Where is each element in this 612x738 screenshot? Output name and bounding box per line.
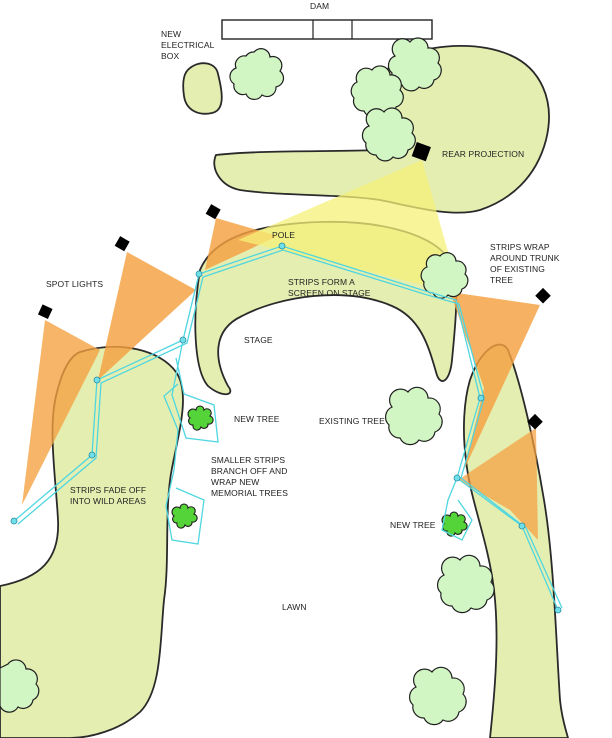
label-pole: POLE bbox=[272, 230, 295, 240]
new-trees bbox=[171, 405, 468, 537]
label-new-tree-2: NEW TREE bbox=[390, 520, 436, 530]
label-new-tree-1: NEW TREE bbox=[234, 414, 280, 424]
strip-branch-newtree-3 bbox=[441, 477, 473, 541]
new-tree-icon bbox=[187, 405, 214, 431]
strip-node-icon bbox=[88, 451, 96, 459]
strip-node-icon bbox=[10, 517, 18, 525]
strip-branch-newtree-1 bbox=[171, 339, 219, 443]
label-spot-lights: SPOT LIGHTS bbox=[46, 279, 103, 289]
spotlight-fixture-icon bbox=[205, 204, 221, 220]
spotlight-fixture-icon bbox=[527, 413, 543, 430]
spotlight-fixture-icon bbox=[114, 236, 130, 252]
label-screen: STRIPS FORM A SCREEN ON STAGE bbox=[288, 277, 371, 298]
spotlight-beams bbox=[22, 160, 540, 540]
existing-tree-icon bbox=[387, 37, 442, 92]
existing-tree-icon bbox=[361, 107, 416, 162]
strip-node-icon bbox=[554, 606, 562, 614]
spotlight-fixtures bbox=[37, 142, 551, 430]
label-strips-wrap: STRIPS WRAP AROUND TRUNK OF EXISTING TRE… bbox=[490, 242, 562, 285]
spotlight-fixture-icon bbox=[37, 304, 53, 319]
label-stage: STAGE bbox=[244, 335, 273, 345]
light-strips bbox=[13, 245, 563, 611]
right-planting-strip bbox=[463, 343, 569, 738]
strip-branch-newtree-2 bbox=[163, 383, 205, 545]
label-smaller-strips: SMALLER STRIPS BRANCH OFF AND WRAP NEW M… bbox=[211, 455, 290, 498]
existing-trees bbox=[0, 37, 495, 726]
strip-node-icon bbox=[518, 522, 526, 530]
spotlight-beam-left-mid bbox=[98, 252, 196, 380]
label-existing-tree: EXISTING TREE bbox=[319, 416, 385, 426]
strip-node-icon bbox=[93, 376, 101, 384]
strip-node-icon bbox=[179, 336, 187, 344]
strip-node-icon bbox=[278, 242, 286, 250]
new-tree-icon bbox=[171, 503, 198, 529]
strip-main-outline bbox=[17, 249, 563, 609]
existing-tree-icon bbox=[229, 48, 285, 100]
new-tree-icon bbox=[441, 511, 468, 537]
existing-tree-icon bbox=[436, 554, 495, 614]
strip-node-icon bbox=[453, 474, 461, 482]
strip-node-icon bbox=[477, 394, 485, 402]
spotlight-beam-right-upper bbox=[450, 292, 540, 470]
label-dam: DAM bbox=[310, 1, 329, 11]
label-fade: STRIPS FADE OFF INTO WILD AREAS bbox=[70, 485, 149, 506]
spotlight-fixture-icon bbox=[411, 142, 431, 162]
labels: DAM NEW ELECTRICAL BOX REAR PROJECTION P… bbox=[46, 1, 562, 612]
label-electrical-box: NEW ELECTRICAL BOX bbox=[161, 29, 217, 61]
electrical-box-area bbox=[182, 62, 223, 115]
existing-tree-icon bbox=[384, 386, 443, 446]
label-rear-projection: REAR PROJECTION bbox=[442, 149, 524, 159]
dam bbox=[221, 19, 433, 40]
spotlight-beam-right-lower bbox=[458, 428, 538, 540]
strip-nodes bbox=[10, 242, 562, 614]
spotlight-beam-left bbox=[22, 320, 100, 505]
spotlight-fixture-icon bbox=[535, 287, 551, 304]
existing-tree-icon bbox=[420, 252, 469, 299]
label-lawn: LAWN bbox=[282, 602, 307, 612]
existing-tree-icon bbox=[0, 659, 40, 713]
strip-main bbox=[13, 245, 559, 611]
left-wild-area bbox=[0, 345, 184, 738]
spotlight-beam-rear-projection bbox=[238, 160, 460, 294]
strip-node-icon bbox=[195, 270, 203, 278]
existing-tree-icon bbox=[408, 666, 467, 726]
